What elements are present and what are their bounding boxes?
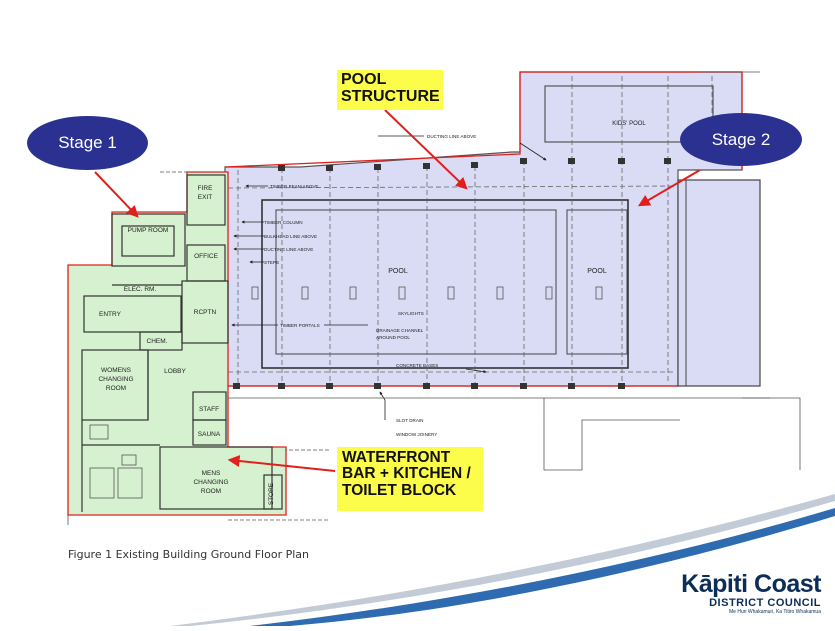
stage-2-label: Stage 2 — [711, 129, 771, 149]
note-drainage-1: DRAINAGE CHANNEL — [376, 328, 424, 333]
rcptn-label: RCPTN — [194, 309, 217, 316]
note-drainage-2: AROUND POOL — [376, 335, 410, 340]
pool-main-label: POOL — [388, 268, 408, 275]
note-timber-portals: TIMBER PORTALS — [280, 323, 320, 328]
note-timber-column: TIMBER COLUMN — [264, 220, 303, 225]
elec-rm-label: ELEC. RM. — [124, 286, 157, 293]
entry-label: ENTRY — [99, 311, 122, 318]
store-label: STORE — [268, 482, 275, 505]
pool-structure-line-1: POOL — [341, 71, 387, 88]
note-concrete-bases: CONCRETE BASES — [396, 363, 438, 368]
stage-1-label: Stage 1 — [58, 133, 117, 152]
logo-line-3: Me Huri Whakamuri, Ka Titiro Whakamua — [729, 609, 821, 615]
logo-line-1: Kāpiti Coast — [681, 570, 821, 598]
pump-room-label: PUMP ROOM — [128, 227, 169, 234]
timber-portals — [227, 76, 713, 384]
waterfront-line-1: WATERFRONT — [342, 449, 451, 466]
chem-label: CHEM. — [147, 338, 168, 345]
fire-exit-label-2: EXIT — [198, 194, 212, 201]
note-slot-drain: SLOT DRAIN — [396, 418, 423, 423]
womens-label-2: CHANGING — [98, 376, 133, 383]
figure-caption: Figure 1 Existing Building Ground Floor … — [68, 548, 309, 561]
note-bulkhead: BULKHEAD LINE ABOVE — [264, 234, 317, 239]
kids-pool-label: KIDS' POOL — [612, 121, 646, 127]
mens-label-3: ROOM — [201, 488, 221, 495]
note-steps: STEPS — [264, 260, 279, 265]
column-bases — [233, 158, 671, 389]
site-lines — [67, 71, 801, 525]
stage2-zone — [224, 71, 761, 387]
pool-side-label: POOL — [587, 268, 607, 275]
stage-2-bubble: Stage 2 — [680, 113, 802, 166]
office-label: OFFICE — [194, 253, 218, 260]
womens-label-3: ROOM — [106, 385, 126, 392]
pool-structure-line-2: STRUCTURE — [341, 87, 440, 105]
sauna-label: SAUNA — [198, 431, 221, 438]
mens-label-1: MENS — [202, 470, 221, 477]
note-ducting-top: DUCTING LINE ABOVE — [427, 134, 476, 139]
note-window-joinery: WINDOW JOINERY — [396, 432, 437, 437]
kids-pool: KIDS' POOL — [544, 85, 714, 143]
waterfront-line-3: TOILET BLOCK — [342, 481, 457, 499]
lobby-label: LOBBY — [164, 368, 186, 375]
note-ducting-left: DUCTING LINE ABOVE — [264, 247, 313, 252]
main-pool: POOL POOL — [261, 199, 629, 369]
council-logo: Kāpiti Coast DISTRICT COUNCIL Me Huri Wh… — [681, 572, 821, 616]
note-skylights: SKYLIGHTS — [398, 311, 424, 316]
skylights — [251, 286, 603, 300]
note-timber-beam: TIMBER BEAM ABOVE — [270, 184, 319, 189]
logo-line-2: DISTRICT COUNCIL — [709, 597, 821, 609]
mens-label-2: CHANGING — [193, 479, 228, 486]
pool-structure-callout: POOL STRUCTURE — [337, 70, 443, 110]
stage-1-bubble: Stage 1 — [27, 116, 148, 170]
waterfront-line-2: BAR + KITCHEN / — [342, 465, 471, 483]
fire-exit-label-1: FIRE — [198, 185, 213, 192]
staff-label: STAFF — [199, 406, 219, 413]
waterfront-callout: WATERFRONT BAR + KITCHEN / TOILET BLOCK — [337, 447, 483, 511]
womens-label-1: WOMENS — [101, 367, 132, 374]
